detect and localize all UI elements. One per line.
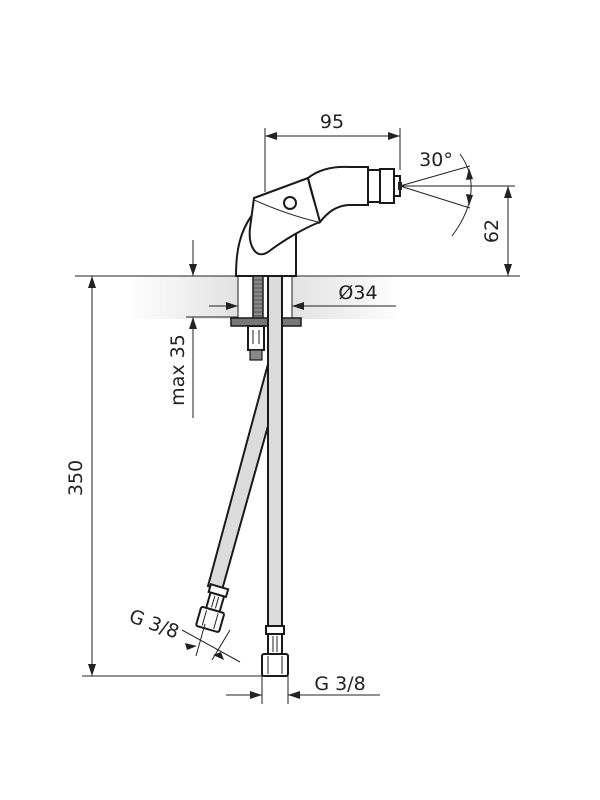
dimension-hole-diameter: Ø34 bbox=[209, 276, 396, 319]
label-right-connection: G 3/8 bbox=[314, 673, 365, 695]
dimension-counter-thickness: max 35 bbox=[167, 240, 238, 418]
label-spout-height: 62 bbox=[481, 219, 503, 243]
label-hose-length: 350 bbox=[65, 460, 87, 496]
faucet-body bbox=[234, 165, 402, 277]
label-spout-reach: 95 bbox=[320, 111, 344, 133]
dimension-spray-angle: 30° bbox=[399, 149, 473, 237]
dimension-spout-height: 62 bbox=[402, 185, 515, 276]
dimension-right-connection: G 3/8 bbox=[226, 673, 380, 704]
mounting-hardware bbox=[230, 275, 302, 361]
label-hole-diameter: Ø34 bbox=[338, 282, 377, 304]
hoses bbox=[195, 275, 289, 677]
label-left-connection: G 3/8 bbox=[126, 605, 182, 643]
dimension-hose-length: 350 bbox=[65, 275, 262, 677]
counter-slab bbox=[75, 275, 520, 319]
label-counter-thickness: max 35 bbox=[167, 334, 189, 406]
label-spray-angle: 30° bbox=[419, 149, 453, 171]
dimension-spout-reach: 95 bbox=[264, 111, 401, 192]
